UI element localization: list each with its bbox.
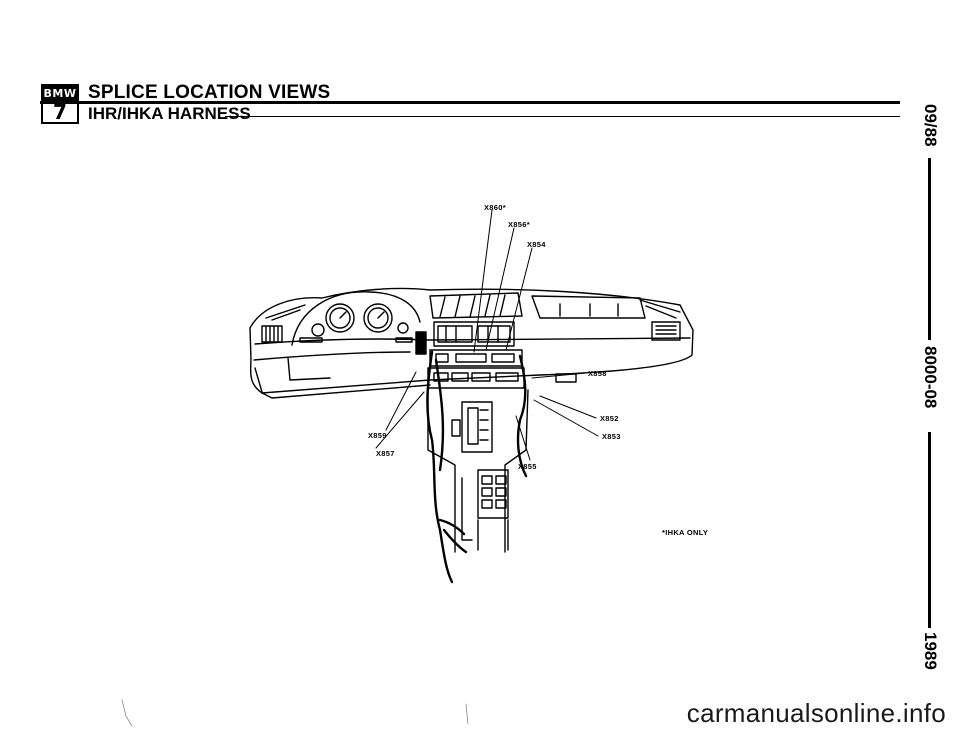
label-x853: X853 <box>602 432 621 441</box>
scan-marks <box>121 699 469 727</box>
page-subtitle: IHR/IHKA HARNESS <box>88 104 251 123</box>
side-doc-number: 8000-08 <box>921 346 940 409</box>
left-vent <box>261 304 306 343</box>
logo-series-number: 7 <box>53 100 67 124</box>
label-x852: X852 <box>600 414 619 423</box>
leader-lines <box>375 209 599 461</box>
side-date: 09/88 <box>921 104 940 147</box>
subtitle-rule <box>225 116 900 117</box>
label-x856: X856* <box>508 220 530 229</box>
dashboard-outline <box>249 287 694 399</box>
side-divider <box>928 158 931 340</box>
page-title: SPLICE LOCATION VIEWS <box>88 82 331 103</box>
bmw-7-logo: BMW 7 <box>41 84 79 124</box>
defroster-vents <box>429 292 681 319</box>
watermark: carmanualsonline.info <box>686 698 946 728</box>
right-vent <box>651 321 681 341</box>
label-x860: X860* <box>484 203 506 212</box>
label-x855: X855 <box>518 462 537 471</box>
side-year: 1989 <box>921 632 940 670</box>
instrument-cluster <box>291 291 421 346</box>
side-divider <box>928 432 931 628</box>
label-x858: X858 <box>588 369 607 378</box>
logo-bmw-text: BMW <box>43 86 77 102</box>
title-rule <box>40 101 900 104</box>
ihka-only-footnote: *IHKA ONLY <box>662 528 709 537</box>
label-x854: X854 <box>527 240 546 249</box>
wiring-harness <box>426 350 528 584</box>
label-x857: X857 <box>376 449 395 458</box>
label-x859: X859 <box>368 431 387 440</box>
center-stack <box>415 321 577 389</box>
